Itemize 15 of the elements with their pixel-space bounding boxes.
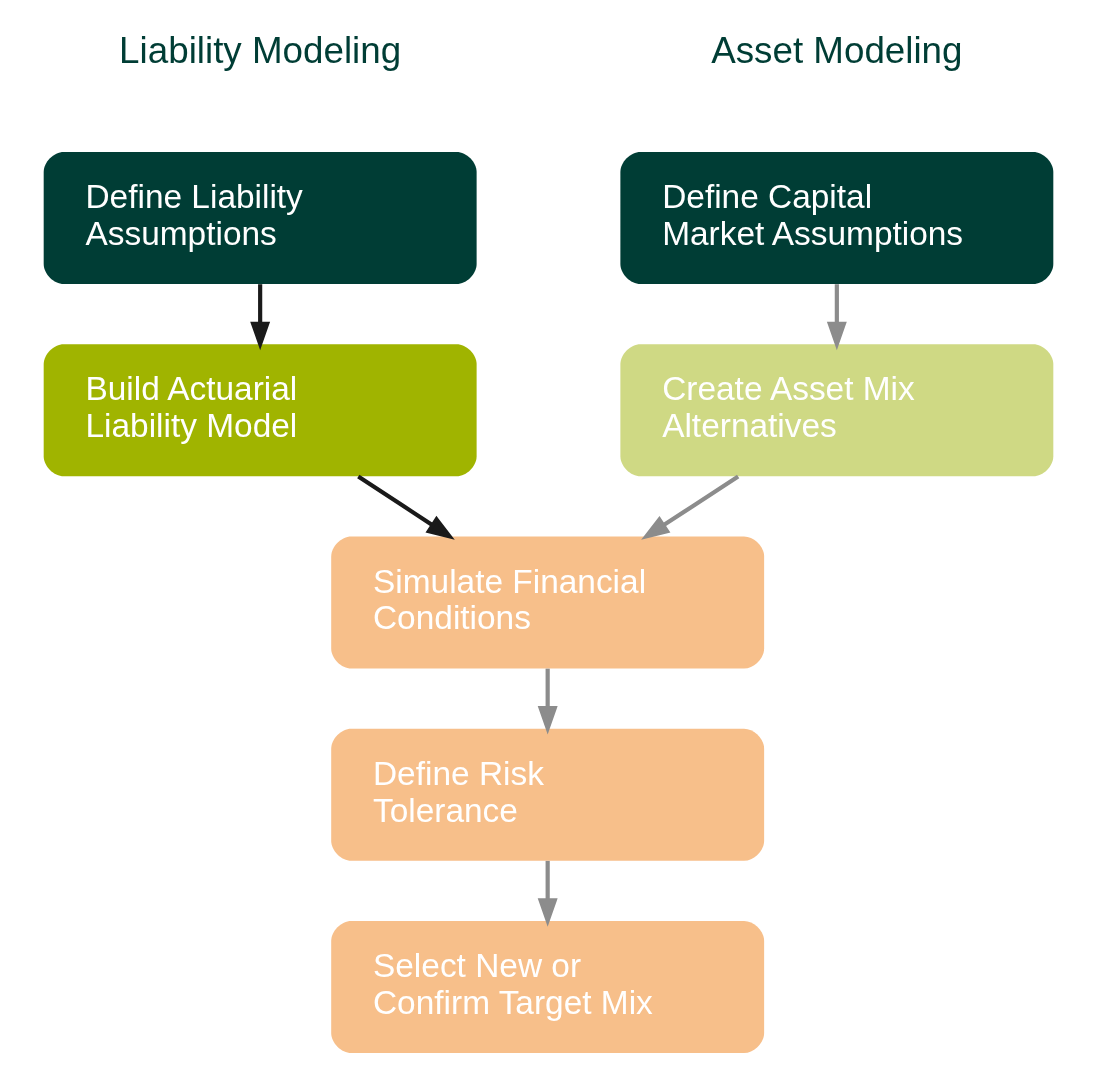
node-box: Create Asset Mix Alternatives <box>620 344 1054 477</box>
arrow <box>537 668 558 735</box>
arrow <box>537 860 558 927</box>
label: Asset Modeling <box>711 29 963 71</box>
arrow <box>357 474 455 540</box>
arrow <box>826 284 847 351</box>
node-box: Simulate Financial Conditions <box>331 536 765 669</box>
arrow <box>641 474 740 540</box>
label: Liability Modeling <box>119 29 402 71</box>
node-box: Define Liability Assumptions <box>43 152 477 285</box>
node-box: Build Actuarial Liability Model <box>43 344 477 477</box>
node-box: Define Risk Tolerance <box>331 728 765 861</box>
node-box: Select New or Confirm Target Mix <box>331 920 765 1053</box>
node-box: Define Capital Market Assumptions <box>620 152 1054 285</box>
arrow <box>250 284 271 351</box>
